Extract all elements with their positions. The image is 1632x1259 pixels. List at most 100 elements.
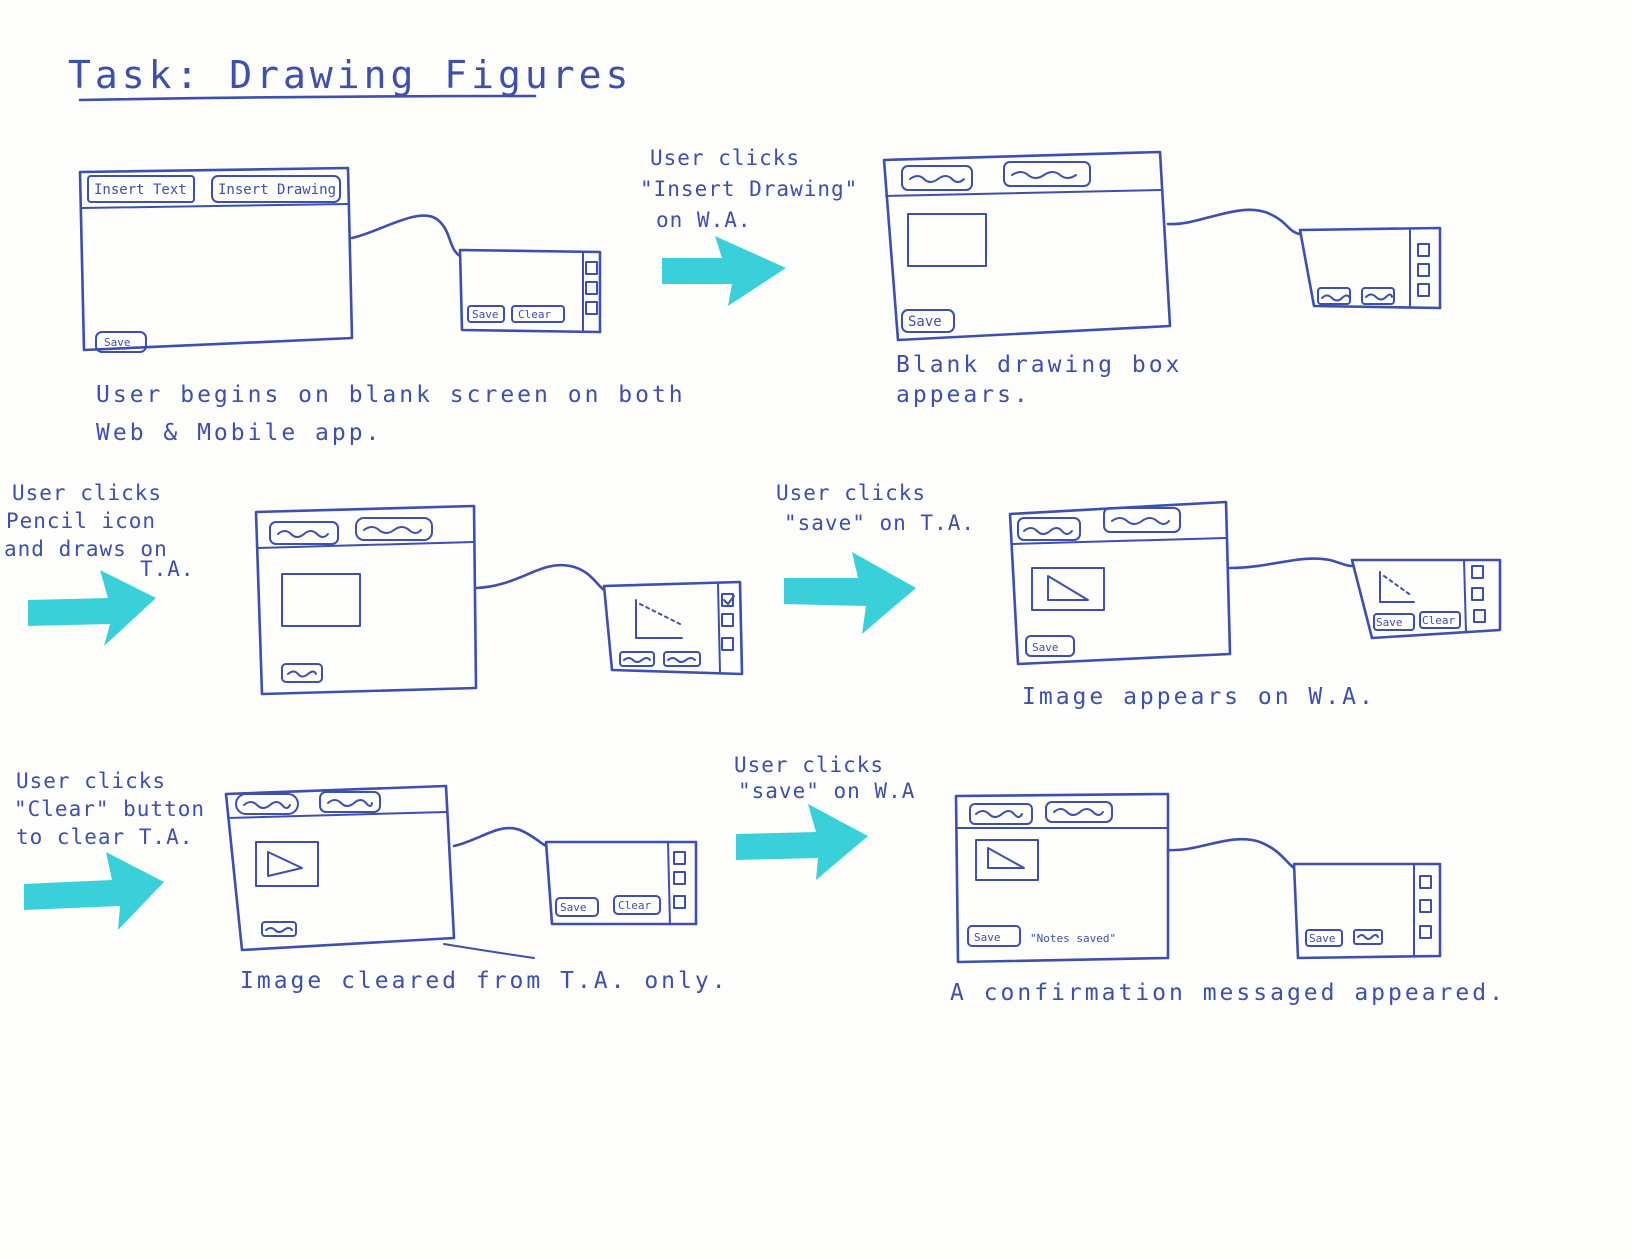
frame-caption: A confirmation messaged appeared. <box>950 980 1506 1006</box>
drawing-box[interactable] <box>281 573 361 627</box>
mobile-tool-icon[interactable] <box>1419 875 1432 889</box>
squiggle-label <box>975 810 1023 818</box>
step-note: T.A. <box>140 557 195 581</box>
toolbar-button[interactable] <box>1003 161 1091 187</box>
connector-cable <box>452 826 548 848</box>
mobile-clear-label: Clear <box>618 899 651 912</box>
frame-6: Save "Notes saved" Save A confirmation m… <box>950 792 1506 1006</box>
mobile-tool-icon[interactable] <box>585 281 598 295</box>
mobile-save-label: Save <box>1309 932 1336 945</box>
squiggle-label <box>1357 934 1379 940</box>
mobile-button[interactable] <box>619 651 655 667</box>
step-4: User clicks "Clear" button to clear T.A. <box>14 769 204 930</box>
mobile-tool-icon[interactable] <box>1419 925 1432 939</box>
mobile-tool-icon[interactable] <box>673 895 686 909</box>
mobile-button[interactable] <box>1353 929 1383 945</box>
image-box[interactable] <box>1031 567 1105 611</box>
insert-drawing-button[interactable] <box>211 175 341 203</box>
step-note: Pencil icon <box>6 509 156 533</box>
toolbar-button[interactable] <box>901 165 973 191</box>
mobile-tool-icon[interactable] <box>721 613 734 627</box>
triangle-drawing <box>1383 575 1413 597</box>
squiggle-label <box>1023 527 1073 535</box>
mobile-tool-icon[interactable] <box>1473 609 1486 623</box>
toolbar-button[interactable] <box>355 517 433 541</box>
frame-1: Insert Text Insert Drawing Save Save Cle… <box>78 166 686 446</box>
mobile-button[interactable] <box>1361 287 1395 305</box>
squiggle-label <box>265 927 293 933</box>
web-toolbar-divider <box>885 189 1163 197</box>
toolbar-button[interactable] <box>1045 801 1113 823</box>
drawing-box[interactable] <box>907 213 987 267</box>
toolbar-button[interactable] <box>235 793 299 815</box>
mobile-tool-icon[interactable] <box>721 637 734 651</box>
mobile-tool-icon[interactable] <box>1417 263 1430 277</box>
mobile-tool-icon[interactable] <box>1471 587 1484 601</box>
insert-text-button[interactable] <box>87 175 195 203</box>
mobile-save-button[interactable] <box>555 897 599 917</box>
squiggle-label <box>327 799 373 807</box>
mobile-save-label: Save <box>1376 616 1403 629</box>
squiggle-label <box>277 530 329 538</box>
mobile-save-button[interactable] <box>1305 929 1343 947</box>
mobile-tool-icon[interactable] <box>1417 243 1430 257</box>
frame-caption: Image cleared from T.A. only. <box>240 968 729 994</box>
squiggle-label <box>1053 808 1104 816</box>
mobile-save-label: Save <box>472 308 499 321</box>
mobile-save-button[interactable] <box>467 305 505 323</box>
toolbar-button[interactable] <box>1017 517 1081 541</box>
frame-3 <box>254 504 744 696</box>
web-button[interactable] <box>261 921 297 937</box>
triangle-drawing <box>987 847 1025 869</box>
toolbar-button[interactable] <box>969 803 1033 825</box>
mobile-clear-button[interactable] <box>511 305 565 323</box>
mobile-tool-icon[interactable] <box>673 871 686 885</box>
mobile-tool-icon[interactable] <box>585 301 598 315</box>
web-save-button[interactable] <box>95 331 147 353</box>
mobile-save-button[interactable] <box>1373 613 1415 631</box>
web-toolbar-divider <box>1011 537 1227 545</box>
mobile-tool-icon[interactable] <box>585 261 598 275</box>
mobile-app-window <box>458 248 602 334</box>
mobile-app-window <box>1350 558 1502 640</box>
mobile-tool-icon[interactable] <box>1471 565 1484 579</box>
step-note: and draws on <box>4 537 168 561</box>
web-button[interactable] <box>281 663 323 683</box>
mobile-tool-icon[interactable] <box>673 851 686 865</box>
connector-cable <box>1166 208 1302 236</box>
mobile-tool-icon[interactable] <box>1417 283 1430 297</box>
frame-caption: Image appears on W.A. <box>1022 684 1376 710</box>
step-arrow <box>784 552 916 634</box>
toolbar-button[interactable] <box>319 791 381 813</box>
triangle-drawing <box>267 851 303 877</box>
frame-caption: User begins on blank screen on both <box>96 382 686 408</box>
squiggle-label <box>363 526 422 534</box>
frame-2: Save Blank drawing box appears. <box>882 150 1442 408</box>
connector-cable <box>350 214 462 258</box>
pencil-tool-icon[interactable] <box>721 593 734 607</box>
squiggle-label <box>287 670 317 678</box>
image-box[interactable] <box>975 839 1039 881</box>
mobile-app-window <box>1298 226 1442 310</box>
web-save-button[interactable] <box>901 309 955 333</box>
mobile-button[interactable] <box>1317 287 1351 305</box>
squiggle-label <box>909 175 965 183</box>
mobile-app-window <box>602 580 744 676</box>
squiggle-label <box>667 657 696 663</box>
squiggle-label <box>623 657 651 663</box>
frame-caption: Web & Mobile app. <box>96 420 382 446</box>
mobile-app-window <box>1292 862 1442 960</box>
mobile-button[interactable] <box>663 651 701 667</box>
web-save-button[interactable] <box>967 925 1021 947</box>
mobile-clear-button[interactable] <box>613 895 661 915</box>
step-note: on W.A. <box>656 208 752 232</box>
web-save-button[interactable] <box>1025 635 1075 657</box>
image-box[interactable] <box>255 841 319 887</box>
toolbar-button[interactable] <box>1103 507 1181 533</box>
step-arrow <box>662 236 786 306</box>
step-3: User clicks "save" on T.A. <box>776 481 974 634</box>
mobile-tool-icon[interactable] <box>1419 899 1432 913</box>
mobile-clear-button[interactable] <box>1419 611 1461 629</box>
squiggle-label <box>1321 294 1351 302</box>
toolbar-button[interactable] <box>269 521 339 545</box>
